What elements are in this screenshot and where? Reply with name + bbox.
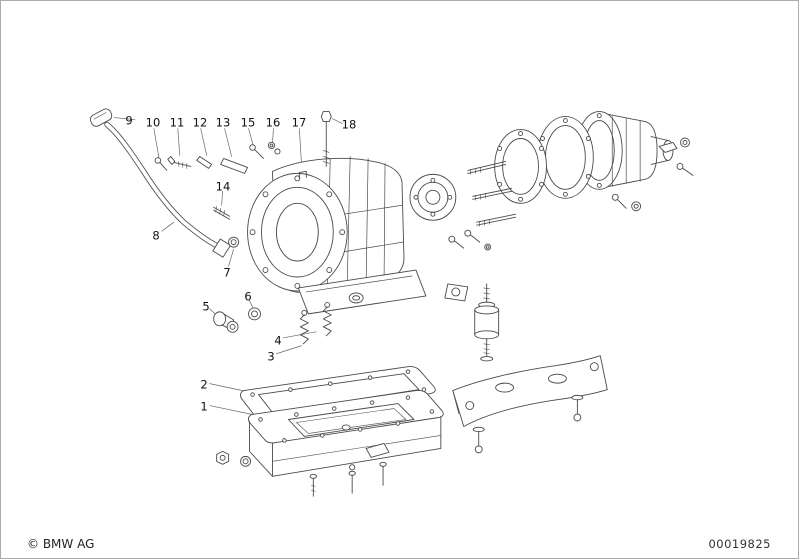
part-long-bolt-18 bbox=[320, 111, 332, 167]
mounting-studs bbox=[467, 160, 517, 227]
part-stud-14 bbox=[213, 205, 231, 220]
part-callout-15: 15 bbox=[240, 115, 256, 130]
part-callout-12: 12 bbox=[192, 115, 208, 130]
crossmember-bolts bbox=[472, 394, 584, 454]
pan-bolts bbox=[309, 442, 390, 497]
hardware-row bbox=[154, 141, 281, 174]
part-callout-8: 8 bbox=[152, 228, 160, 243]
part-callout-11: 11 bbox=[169, 115, 185, 130]
part-callout-6: 6 bbox=[244, 289, 252, 304]
part-callout-4: 4 bbox=[274, 333, 282, 348]
part-spring-bolts bbox=[299, 301, 332, 345]
part-oil-pan bbox=[247, 389, 444, 477]
part-callout-18: 18 bbox=[341, 117, 357, 132]
part-transmission-case bbox=[247, 156, 427, 315]
part-callout-17: 17 bbox=[291, 115, 307, 130]
small-bolts bbox=[448, 229, 492, 251]
part-callout-13: 13 bbox=[215, 115, 231, 130]
part-callout-16: 16 bbox=[265, 115, 281, 130]
part-callout-5: 5 bbox=[202, 299, 210, 314]
part-pump-flange bbox=[409, 173, 457, 221]
part-callout-7: 7 bbox=[223, 265, 231, 280]
part-rubber-mount bbox=[474, 283, 500, 362]
part-governor bbox=[444, 283, 469, 302]
part-rear-gasket bbox=[537, 116, 594, 199]
part-callout-14: 14 bbox=[215, 179, 231, 194]
drawing-number: 00019825 bbox=[708, 537, 771, 551]
part-crossmember bbox=[452, 355, 608, 427]
part-switch bbox=[213, 311, 239, 333]
part-callout-9: 9 bbox=[125, 113, 133, 128]
part-filler-tube bbox=[104, 121, 231, 258]
part-callout-10: 10 bbox=[145, 115, 161, 130]
part-callout-1: 1 bbox=[200, 399, 208, 414]
part-o-ring bbox=[228, 236, 240, 248]
part-callout-2: 2 bbox=[200, 377, 208, 392]
copyright-label: © BMW AG bbox=[27, 537, 95, 551]
extension-housing-hardware bbox=[611, 137, 694, 212]
part-filler-cap bbox=[89, 108, 113, 127]
leader-lines bbox=[113, 117, 343, 415]
part-grommet bbox=[248, 307, 261, 321]
part-callout-3: 3 bbox=[267, 349, 275, 364]
part-drain-plug bbox=[216, 450, 251, 467]
part-intermediate-gasket bbox=[494, 129, 547, 204]
